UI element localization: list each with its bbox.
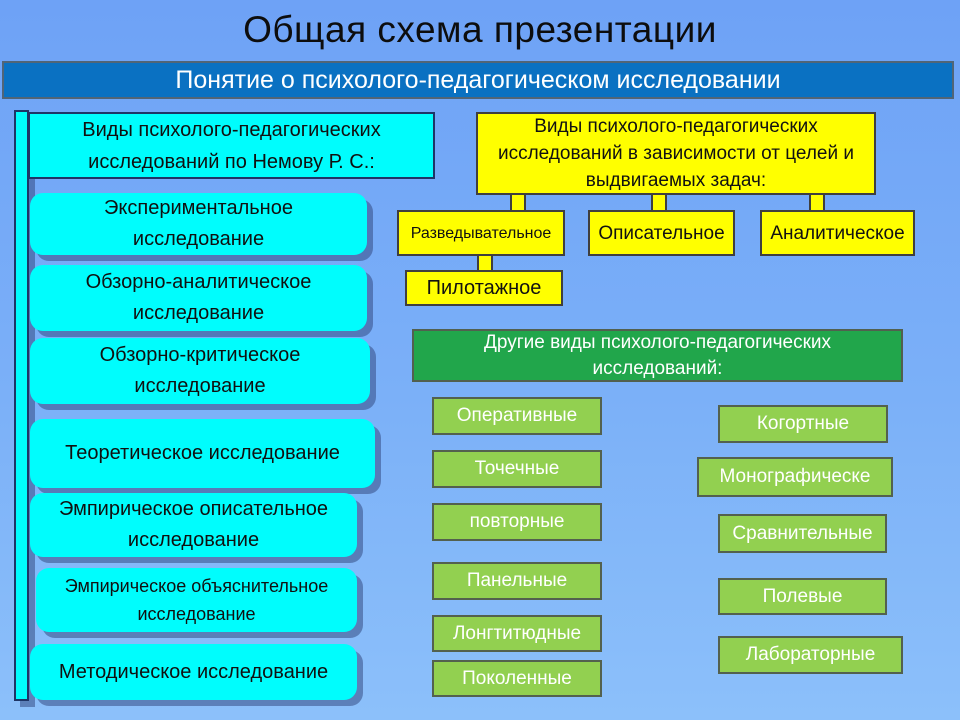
other-item-panel: Панельные xyxy=(432,562,602,600)
nemov-item-empirical-explanatory: Эмпирическое объяснительное исследование xyxy=(36,568,357,632)
other-item-monographic: Монографическе xyxy=(697,457,893,497)
other-item-point: Точечные xyxy=(432,450,602,488)
other-item-generational: Поколенные xyxy=(432,660,602,697)
slide-title: Общая схема презентации xyxy=(243,9,717,50)
nemov-item-experimental: Экспериментальное исследование xyxy=(30,193,367,255)
goals-child-descriptive: Описательное xyxy=(588,210,735,256)
nemov-item-empirical-descriptive: Эмпирическое описательное исследование xyxy=(30,493,357,557)
goals-child-analytical: Аналитическое xyxy=(760,210,915,256)
other-item-laboratory: Лабораторные xyxy=(718,636,903,674)
nemov-heading-box: Виды психолого-педагогических исследован… xyxy=(28,112,435,179)
other-item-repeated: повторные xyxy=(432,503,602,541)
nemov-item-theoretical: Теоретическое исследование xyxy=(30,419,375,488)
nemov-item-review-analytical: Обзорно-аналитическое исследование xyxy=(30,265,367,331)
goals-sub-pilot: Пилотажное xyxy=(405,270,563,306)
other-heading-box: Другие виды психолого-педагогических исс… xyxy=(412,329,903,382)
section-header-bar: Понятие о психолого-педагогическом иссле… xyxy=(2,61,954,99)
nemov-item-review-critical: Обзорно-критическое исследование xyxy=(30,338,370,404)
goals-heading-box: Виды психолого-педагогических исследован… xyxy=(476,112,876,195)
other-item-longitudinal: Лонгтитюдные xyxy=(432,615,602,652)
other-item-cohort: Когортные xyxy=(718,405,888,443)
left-bracket-spine xyxy=(14,110,29,701)
goals-child-exploratory: Разведывательное xyxy=(397,210,565,256)
other-item-field: Полевые xyxy=(718,578,887,615)
other-item-comparative: Сравнительные xyxy=(718,514,887,553)
other-item-operational: Оперативные xyxy=(432,397,602,435)
nemov-item-methodical: Методическое исследование xyxy=(30,644,357,700)
